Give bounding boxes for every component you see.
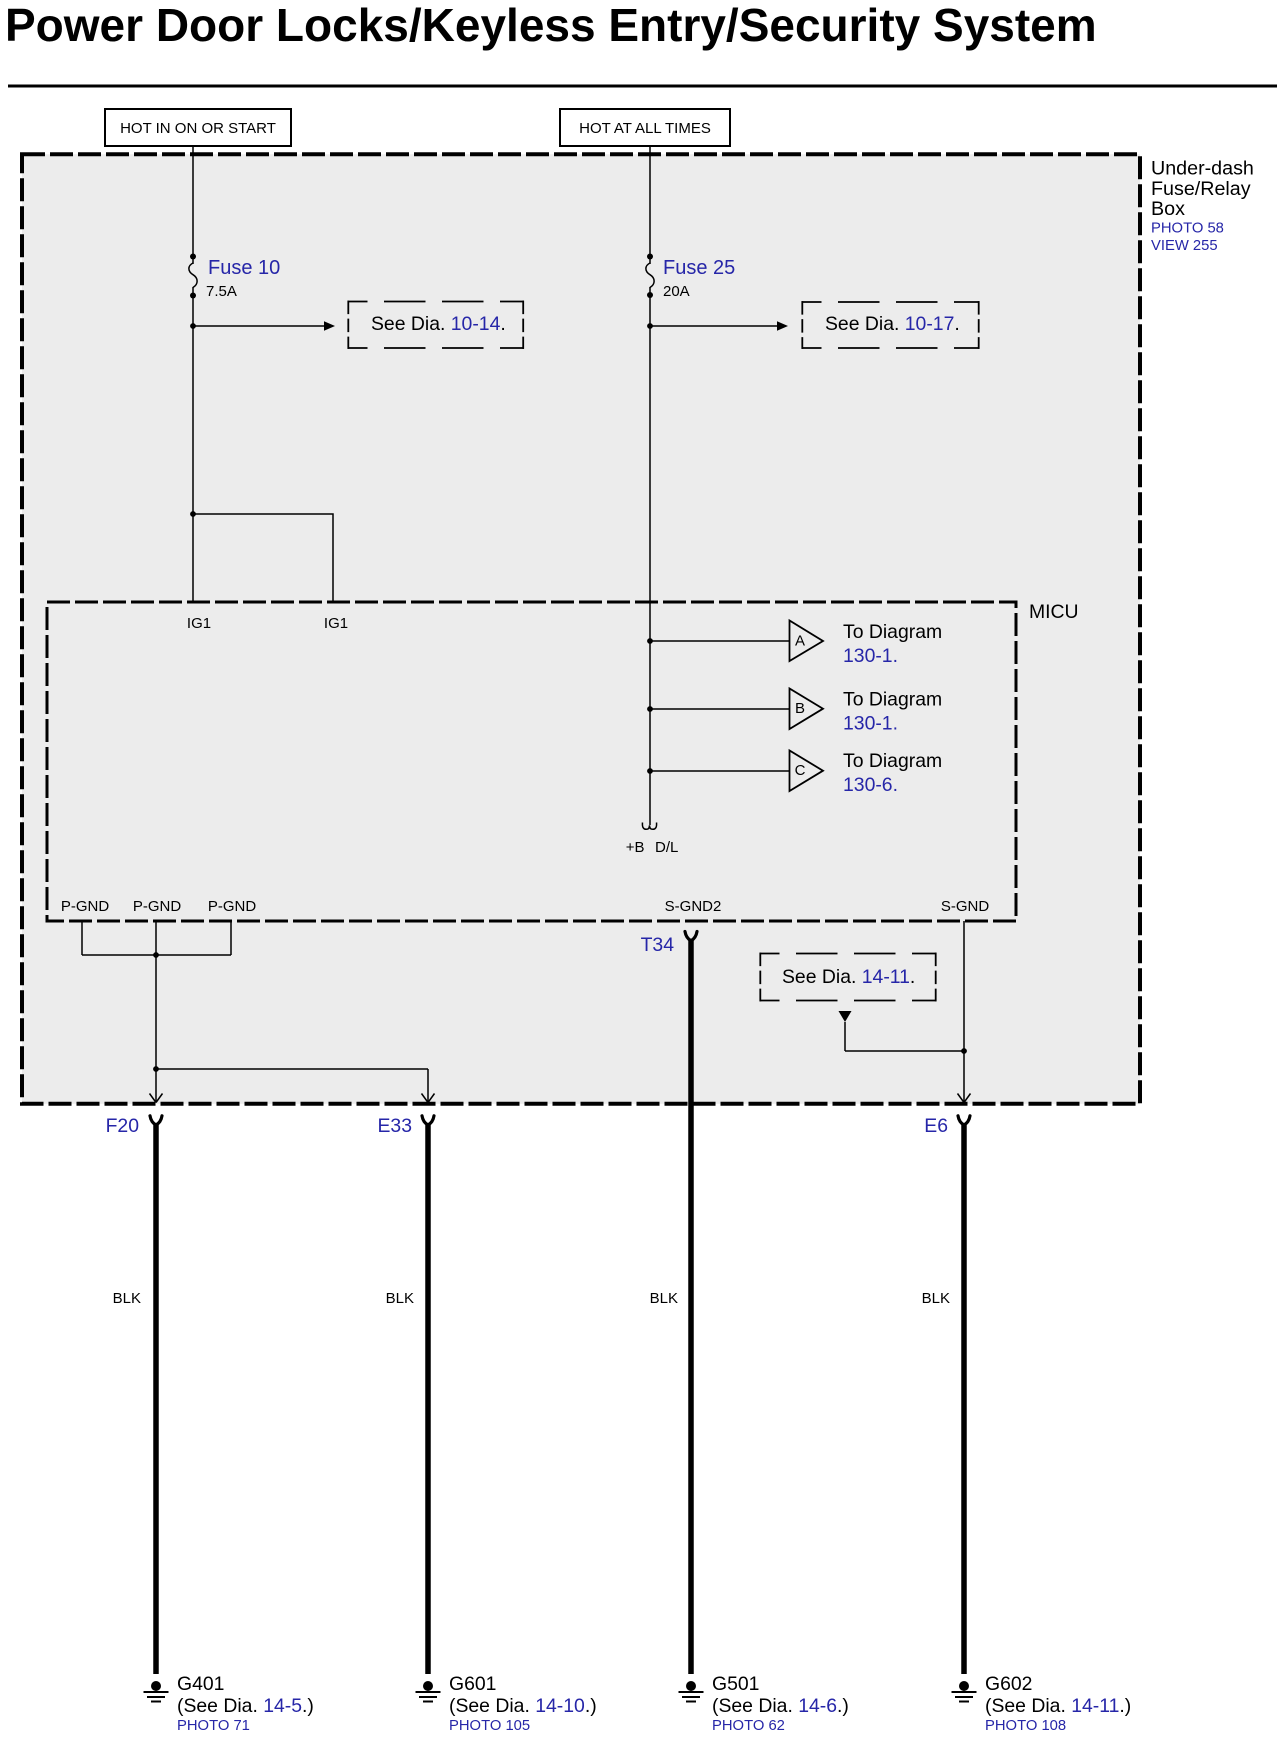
svg-text:B: B bbox=[795, 700, 805, 717]
svg-text:G602: G602 bbox=[985, 1673, 1032, 1695]
svg-text:IG1: IG1 bbox=[324, 615, 348, 632]
svg-text:PHOTO 108: PHOTO 108 bbox=[985, 1718, 1066, 1734]
svg-text:To Diagram: To Diagram bbox=[843, 750, 942, 772]
svg-text:P-GND: P-GND bbox=[208, 898, 257, 915]
svg-text:E33: E33 bbox=[377, 1115, 412, 1137]
svg-text:S-GND2: S-GND2 bbox=[665, 898, 722, 915]
svg-text:To Diagram: To Diagram bbox=[843, 621, 942, 643]
svg-text:P-GND: P-GND bbox=[61, 898, 110, 915]
svg-text:(See Dia. 14-10.): (See Dia. 14-10.) bbox=[449, 1695, 597, 1717]
svg-text:S-GND: S-GND bbox=[941, 898, 990, 915]
svg-text:PHOTO 71: PHOTO 71 bbox=[177, 1718, 250, 1734]
svg-text:E6: E6 bbox=[924, 1115, 948, 1137]
svg-text:PHOTO 105: PHOTO 105 bbox=[449, 1718, 530, 1734]
svg-text:Fuse 10: Fuse 10 bbox=[208, 257, 280, 279]
svg-text:See Dia. 14-11.: See Dia. 14-11. bbox=[782, 966, 915, 988]
svg-text:130-1.: 130-1. bbox=[843, 713, 898, 735]
svg-text:G501: G501 bbox=[712, 1673, 759, 1695]
svg-text:BLK: BLK bbox=[650, 1290, 678, 1307]
svg-text:(See Dia. 14-6.): (See Dia. 14-6.) bbox=[712, 1695, 849, 1717]
svg-text:+B: +B bbox=[626, 839, 645, 856]
svg-text:To Diagram: To Diagram bbox=[843, 689, 942, 711]
svg-text:See Dia. 10-14.: See Dia. 10-14. bbox=[371, 313, 506, 335]
svg-text:VIEW 255: VIEW 255 bbox=[1151, 238, 1218, 254]
svg-text:Fuse 25: Fuse 25 bbox=[663, 257, 735, 279]
svg-text:G601: G601 bbox=[449, 1673, 496, 1695]
svg-text:7.5A: 7.5A bbox=[206, 283, 237, 300]
svg-text:(See Dia. 14-5.): (See Dia. 14-5.) bbox=[177, 1695, 314, 1717]
svg-text:(See Dia. 14-11.): (See Dia. 14-11.) bbox=[985, 1695, 1131, 1717]
svg-text:130-6.: 130-6. bbox=[843, 774, 898, 796]
svg-text:G401: G401 bbox=[177, 1673, 224, 1695]
svg-text:BLK: BLK bbox=[113, 1290, 141, 1307]
svg-text:Power Door Locks/Keyless Entry: Power Door Locks/Keyless Entry/Security … bbox=[5, 0, 1097, 51]
svg-text:HOT IN ON OR START: HOT IN ON OR START bbox=[120, 120, 276, 137]
svg-text:F20: F20 bbox=[106, 1115, 140, 1137]
svg-text:Fuse/Relay: Fuse/Relay bbox=[1151, 178, 1251, 200]
svg-text:BLK: BLK bbox=[386, 1290, 414, 1307]
svg-text:Box: Box bbox=[1151, 198, 1185, 220]
svg-text:PHOTO 58: PHOTO 58 bbox=[1151, 221, 1224, 237]
svg-text:PHOTO 62: PHOTO 62 bbox=[712, 1718, 785, 1734]
svg-text:Under-dash: Under-dash bbox=[1151, 157, 1254, 179]
svg-text:20A: 20A bbox=[663, 283, 690, 300]
svg-text:P-GND: P-GND bbox=[133, 898, 182, 915]
svg-text:T34: T34 bbox=[641, 934, 675, 956]
svg-text:A: A bbox=[795, 633, 805, 650]
svg-text:IG1: IG1 bbox=[187, 615, 211, 632]
svg-text:See Dia. 10-17.: See Dia. 10-17. bbox=[825, 313, 960, 335]
svg-text:D/L: D/L bbox=[655, 839, 678, 856]
svg-text:MICU: MICU bbox=[1029, 601, 1079, 623]
svg-text:130-1.: 130-1. bbox=[843, 645, 898, 667]
svg-text:HOT AT ALL TIMES: HOT AT ALL TIMES bbox=[579, 120, 711, 137]
svg-text:BLK: BLK bbox=[922, 1290, 950, 1307]
svg-text:C: C bbox=[795, 762, 806, 779]
